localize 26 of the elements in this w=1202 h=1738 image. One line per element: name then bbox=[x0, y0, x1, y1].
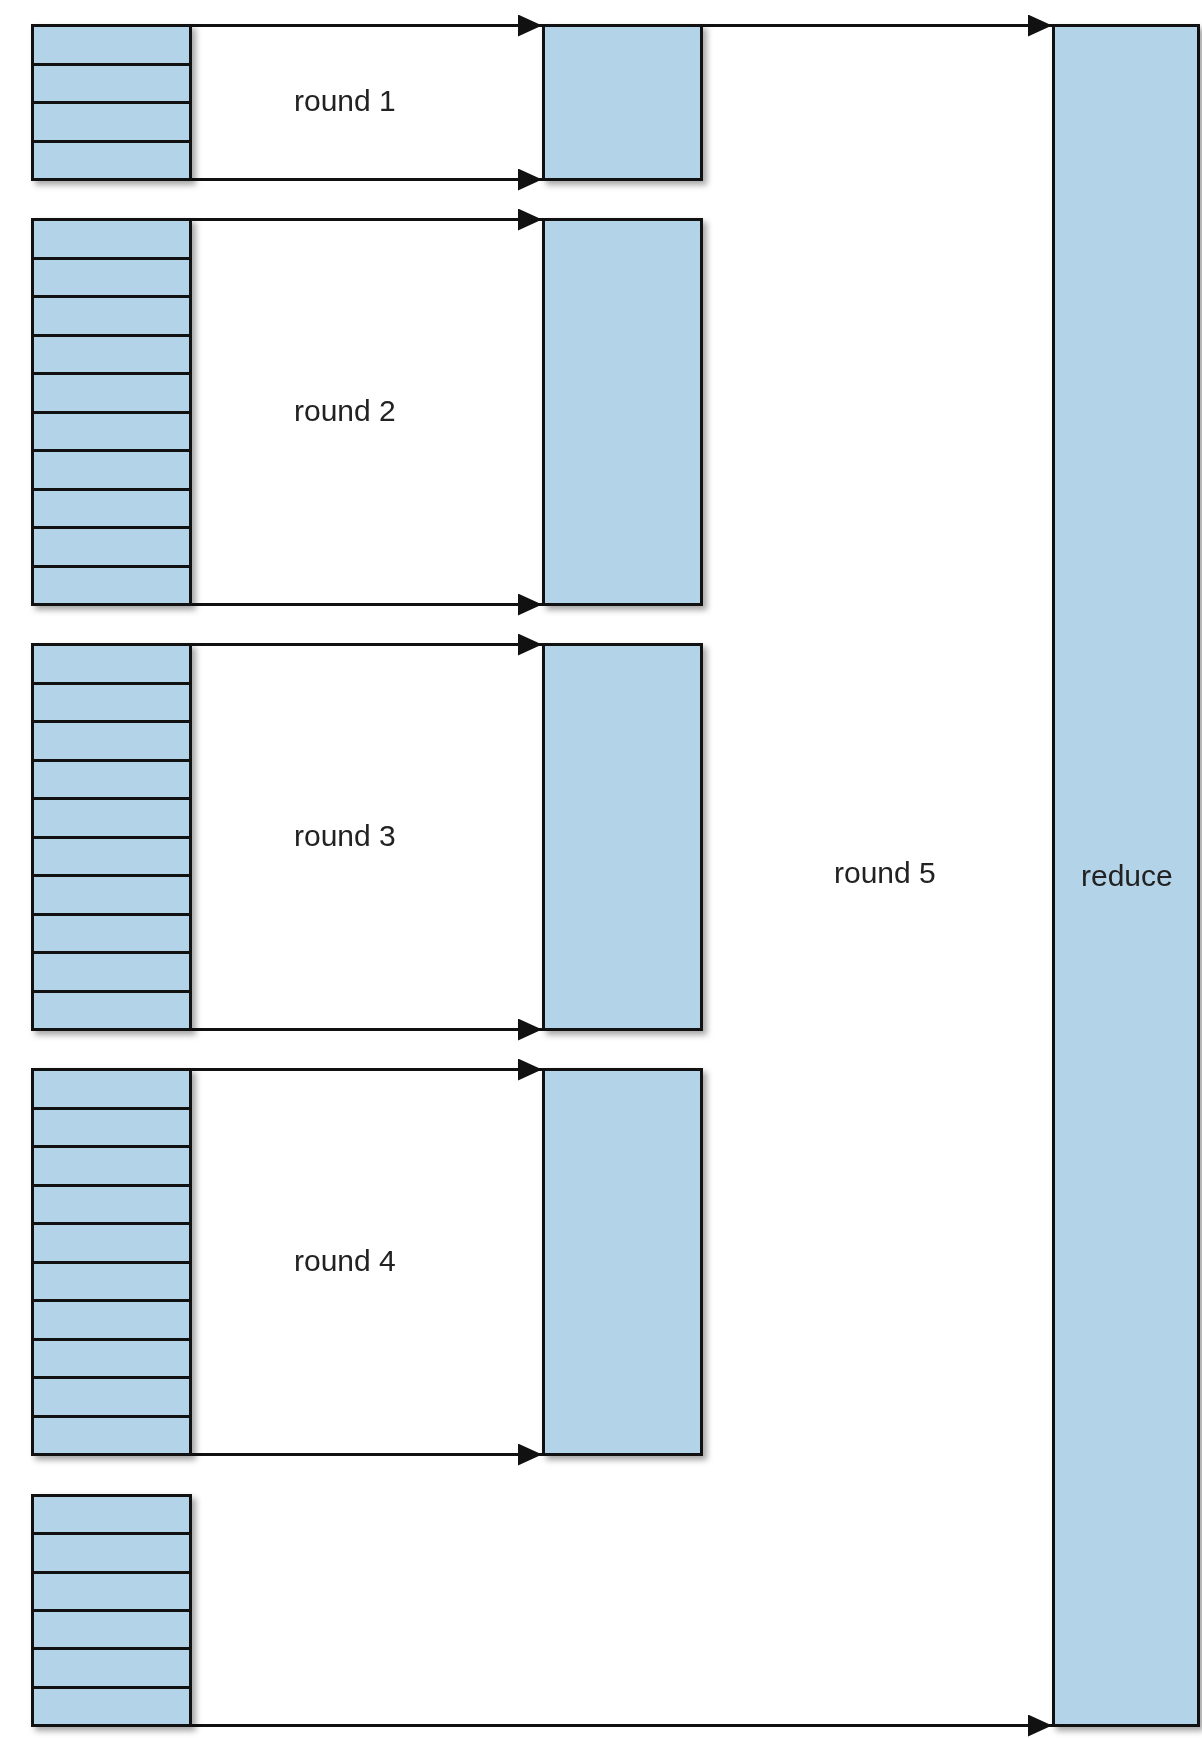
round-label: round 4 bbox=[294, 1244, 396, 1278]
arrow bbox=[192, 14, 542, 37]
arrow bbox=[192, 1018, 542, 1041]
result-box bbox=[542, 218, 703, 606]
arrow bbox=[192, 208, 542, 231]
arrow bbox=[192, 1714, 1052, 1737]
round-label: round 3 bbox=[294, 819, 396, 853]
striped-record-block bbox=[31, 1068, 192, 1456]
node-label: reduce bbox=[1081, 858, 1173, 893]
striped-record-block bbox=[31, 24, 192, 181]
striped-record-block bbox=[31, 643, 192, 1031]
round-label: round 1 bbox=[294, 84, 396, 118]
round-label: round 2 bbox=[294, 394, 396, 428]
striped-record-block bbox=[31, 1494, 192, 1727]
arrow bbox=[192, 1058, 542, 1081]
arrow bbox=[192, 633, 542, 656]
arrow bbox=[703, 14, 1052, 37]
result-box bbox=[542, 1068, 703, 1456]
arrow bbox=[192, 1443, 542, 1466]
result-box bbox=[542, 643, 703, 1031]
result-box bbox=[542, 24, 703, 181]
arrow bbox=[192, 593, 542, 616]
round-label: round 5 bbox=[834, 856, 936, 890]
reduce-box bbox=[1052, 24, 1200, 1727]
striped-record-block bbox=[31, 218, 192, 606]
arrow bbox=[192, 168, 542, 191]
